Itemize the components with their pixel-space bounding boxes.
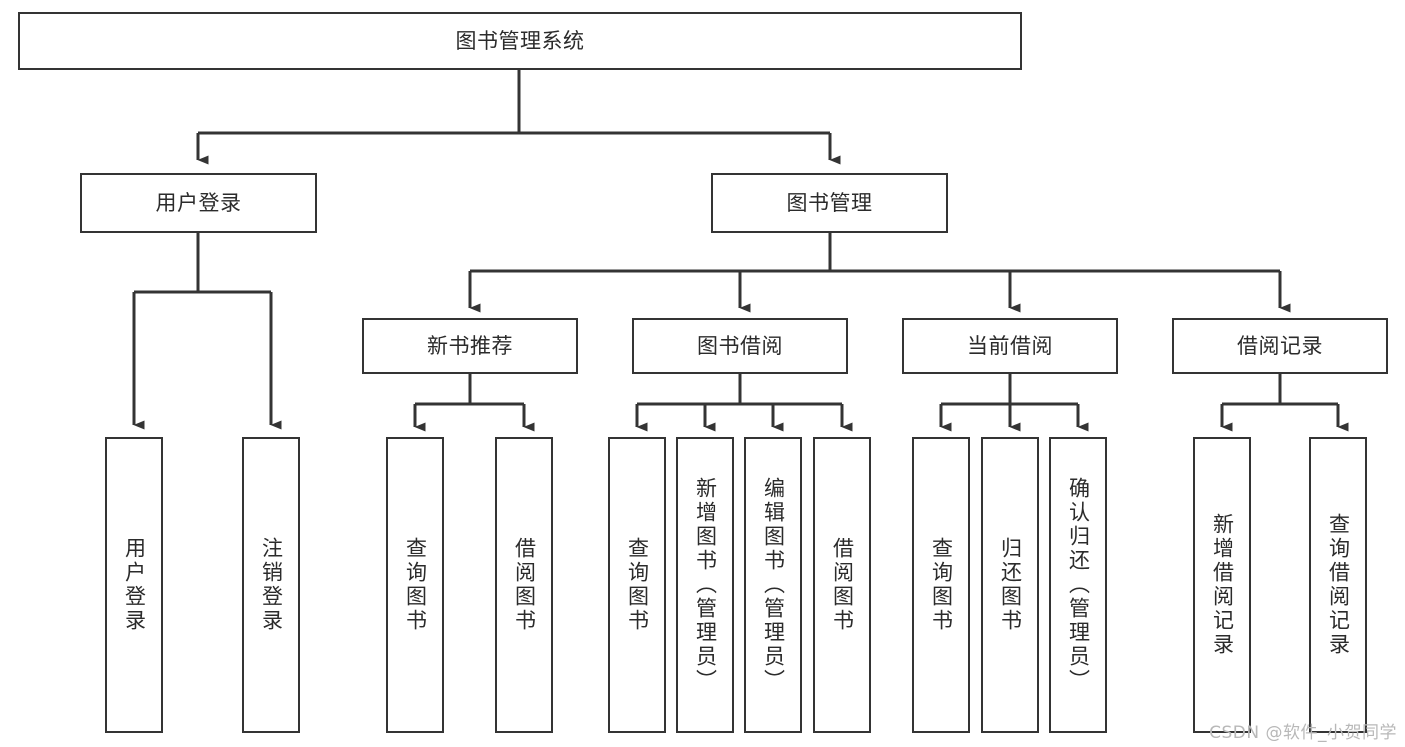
leaf-query-book-3[interactable]: 查询图书 (912, 437, 970, 733)
node-book-management[interactable]: 图书管理 (711, 173, 948, 233)
leaf-add-borrow-record-label: 新增借阅记录 (1210, 513, 1235, 657)
node-root-label: 图书管理系统 (455, 28, 585, 53)
node-user-login[interactable]: 用户登录 (80, 173, 317, 233)
leaf-add-book-admin[interactable]: 新增图书（管理员） (676, 437, 734, 733)
leaf-borrow-book-2-label: 借阅图书 (830, 537, 855, 633)
leaf-query-borrow-record-label: 查询借阅记录 (1326, 513, 1351, 657)
leaf-query-borrow-record[interactable]: 查询借阅记录 (1309, 437, 1367, 733)
node-book-management-label: 图书管理 (786, 190, 873, 215)
node-new-book-recommend[interactable]: 新书推荐 (362, 318, 578, 374)
leaf-logout-label: 注销登录 (259, 537, 284, 633)
leaf-query-book-1[interactable]: 查询图书 (386, 437, 444, 733)
node-borrow-record[interactable]: 借阅记录 (1172, 318, 1388, 374)
node-book-borrow[interactable]: 图书借阅 (632, 318, 848, 374)
leaf-confirm-return-admin-label: 确认归还（管理员） (1066, 477, 1091, 693)
node-new-book-recommend-label: 新书推荐 (427, 333, 513, 358)
csdn-watermark: CSDN @软件_小贺同学 (1209, 723, 1397, 743)
node-root[interactable]: 图书管理系统 (18, 12, 1022, 70)
leaf-user-login-label: 用户登录 (122, 537, 147, 633)
node-user-login-label: 用户登录 (155, 190, 242, 215)
node-borrow-record-label: 借阅记录 (1237, 333, 1323, 358)
node-current-borrow[interactable]: 当前借阅 (902, 318, 1118, 374)
leaf-return-book-label: 归还图书 (998, 537, 1023, 633)
leaf-user-login[interactable]: 用户登录 (105, 437, 163, 733)
node-book-borrow-label: 图书借阅 (697, 333, 783, 358)
leaf-borrow-book-1[interactable]: 借阅图书 (495, 437, 553, 733)
leaf-edit-book-admin-label: 编辑图书（管理员） (761, 477, 786, 693)
leaf-borrow-book-1-label: 借阅图书 (512, 537, 537, 633)
leaf-return-book[interactable]: 归还图书 (981, 437, 1039, 733)
leaf-add-borrow-record[interactable]: 新增借阅记录 (1193, 437, 1251, 733)
leaf-query-book-2-label: 查询图书 (625, 537, 650, 633)
leaf-confirm-return-admin[interactable]: 确认归还（管理员） (1049, 437, 1107, 733)
node-current-borrow-label: 当前借阅 (967, 333, 1053, 358)
leaf-edit-book-admin[interactable]: 编辑图书（管理员） (744, 437, 802, 733)
leaf-query-book-1-label: 查询图书 (403, 537, 428, 633)
leaf-query-book-2[interactable]: 查询图书 (608, 437, 666, 733)
leaf-borrow-book-2[interactable]: 借阅图书 (813, 437, 871, 733)
leaf-add-book-admin-label: 新增图书（管理员） (693, 477, 718, 693)
leaf-query-book-3-label: 查询图书 (929, 537, 954, 633)
leaf-logout[interactable]: 注销登录 (242, 437, 300, 733)
